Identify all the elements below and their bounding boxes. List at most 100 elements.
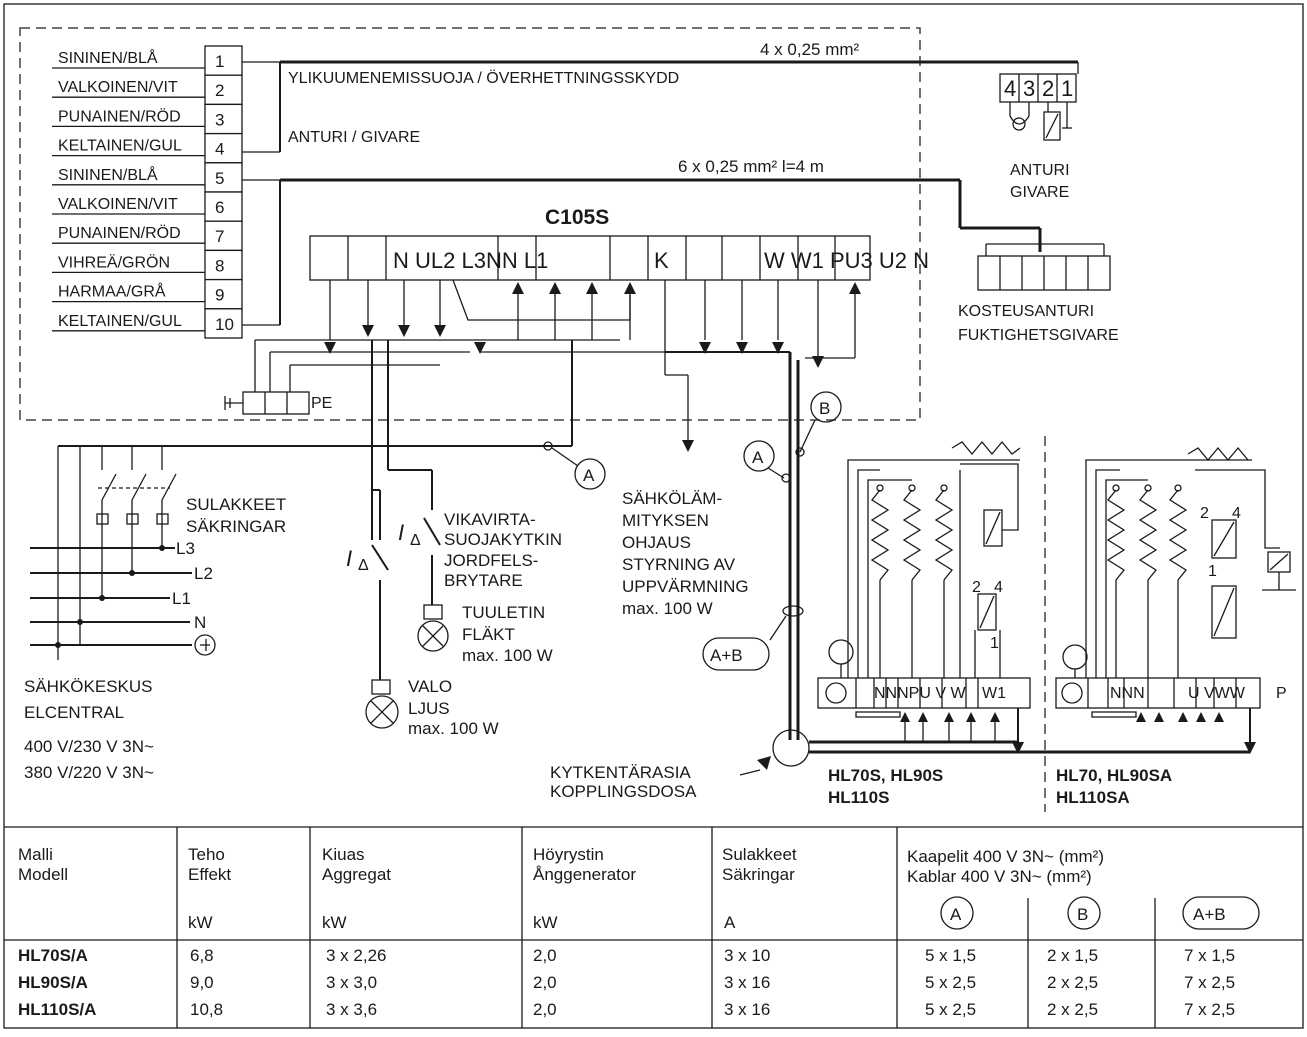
rcd-symbol: I — [398, 520, 404, 545]
table-header: Effekt — [188, 865, 231, 884]
rcd-label: SUOJAKYTKIN — [444, 530, 562, 549]
cable-header: Kaapelit 400 V 3N~ (mm²) — [907, 847, 1104, 866]
table-header: Kiuas — [322, 845, 365, 864]
wire-number: 1 — [215, 52, 224, 71]
control-unit-label: C105S — [545, 206, 609, 229]
humidity-label: FUKTIGHETSGIVARE — [958, 327, 1119, 344]
table-unit: kW — [533, 913, 558, 932]
heater-2-wiring: NNN U VWW P 2 4 1 — [1055, 446, 1296, 754]
mains-wiring — [30, 340, 573, 660]
cable-col-a: A — [950, 905, 962, 924]
control-wiring — [254, 279, 856, 740]
marker-b: B — [795, 391, 842, 457]
wire-terminal — [204, 103, 243, 135]
cable-col-b: B — [1077, 905, 1088, 924]
sensor-terminal: 2 — [1042, 76, 1054, 101]
light-label: VALO — [408, 677, 452, 696]
cu-terminal-right: W W1 PU3 U2 N — [764, 248, 929, 273]
table-cell: 2,0 — [533, 946, 557, 965]
table-cell: 3 x 3,6 — [326, 1000, 377, 1019]
sensor-label: ANTURI / GIVARE — [288, 129, 420, 146]
cable-header: Kablar 400 V 3N~ (mm²) — [907, 867, 1092, 886]
table-cell: 7 x 2,5 — [1184, 973, 1235, 992]
table-cell: 2 x 2,5 — [1047, 1000, 1098, 1019]
fan-label: FLÄKT — [462, 625, 515, 644]
junction-label: KOPPLINGSDOSA — [550, 782, 697, 801]
sensor-name: GIVARE — [1010, 184, 1069, 201]
table-unit: A — [724, 913, 736, 932]
marker-ab: A+B — [702, 605, 804, 671]
svg-text:A+B: A+B — [710, 646, 743, 665]
overheat-label: YLIKUUMENEMISSUOJA / ÖVERHETTNINGSSKYDD — [288, 69, 679, 87]
table-header: Höyrystin — [533, 845, 604, 864]
rcd-label: JORDFELS- — [444, 551, 538, 570]
wire-terminal — [204, 162, 243, 193]
sensor-terminal: 3 — [1023, 76, 1035, 101]
cu-terminal-labels: N UL2 L3NN L1 — [393, 248, 548, 273]
relay-num: 2 — [972, 579, 981, 596]
wire-number: 2 — [215, 81, 224, 100]
wire-number: 3 — [215, 110, 224, 129]
light-label: LJUS — [408, 699, 450, 718]
humidity-label: KOSTEUSANTURI — [958, 303, 1094, 320]
svg-text:B: B — [819, 399, 830, 418]
spec-table: MalliModellTehoEffektkWKiuasAggregatkWHö… — [4, 826, 1303, 1028]
table-cell: 2 x 1,5 — [1047, 946, 1098, 965]
panel-label: ELCENTRAL — [24, 703, 124, 722]
wire-color-label: VALKOINEN/VIT — [58, 79, 178, 96]
table-header: Sulakkeet — [722, 845, 797, 864]
wire-number: 4 — [215, 140, 224, 159]
table-cell: 10,8 — [190, 1000, 223, 1019]
cable-col-ab: A+B — [1193, 905, 1226, 924]
relay-num: 4 — [1232, 505, 1241, 522]
table-model-cell: HL70S/A — [18, 946, 88, 965]
model2-label: HL70, HL90SA — [1056, 766, 1172, 785]
outer-frame — [3, 3, 1304, 1029]
wire-color-label: PUNAINEN/RÖD — [58, 107, 181, 125]
pe-terminal: PE — [224, 391, 332, 415]
model2-label: HL110SA — [1056, 788, 1130, 807]
control-unit: C105S N UL2 L3NN L1 K W W1 PU3 U2 N — [309, 206, 929, 281]
wire-color-label: KELTAINEN/GUL — [58, 313, 182, 330]
cable-top-label: 4 x 0,25 mm² — [760, 40, 860, 59]
light-label: max. 100 W — [408, 719, 499, 738]
svg-text:A: A — [583, 466, 595, 485]
sensor-terminal: 1 — [1061, 76, 1073, 101]
table-cell: 2 x 2,5 — [1047, 973, 1098, 992]
table-cell: 6,8 — [190, 946, 214, 965]
heater1-terminals: NNNPU V W — [874, 685, 966, 702]
table-cell: 3 x 16 — [724, 1000, 770, 1019]
connection-arrows — [324, 282, 861, 770]
cu-terminal-k: K — [654, 248, 669, 273]
table-header: Teho — [188, 845, 225, 864]
voltage-label: 380 V/220 V 3N~ — [24, 763, 154, 782]
heater2-p: P — [1276, 685, 1287, 702]
table-model-cell: HL90S/A — [18, 973, 88, 992]
table-cell: 3 x 16 — [724, 973, 770, 992]
control-unit-enclosure — [19, 27, 921, 421]
table-cell: 7 x 2,5 — [1184, 1000, 1235, 1019]
relay-num: 1 — [990, 635, 999, 652]
table-cell: 2,0 — [533, 973, 557, 992]
wire-color-label: VALKOINEN/VIT — [58, 196, 178, 213]
wire-color-label: KELTAINEN/GUL — [58, 138, 182, 155]
wire-number: 7 — [215, 227, 224, 246]
heating-label: MITYKSEN — [622, 511, 709, 530]
cable-mid-label: 6 x 0,25 mm² l=4 m — [678, 157, 824, 176]
wire-color-label: SININEN/BLÅ — [58, 48, 158, 67]
wire-number: 5 — [215, 169, 224, 188]
rcd-symbol: I — [346, 546, 352, 571]
fuses-label: SÄKRINGAR — [186, 517, 286, 536]
wire-terminal — [204, 278, 243, 310]
wire-color-label: VIHREÄ/GRÖN — [58, 253, 170, 271]
fan-label: TUULETIN — [462, 603, 545, 622]
humidity-sensor: KOSTEUSANTURI FUKTIGHETSGIVARE — [958, 243, 1119, 344]
heating-label: UPPVÄRMNING — [622, 577, 749, 596]
heating-label: max. 100 W — [622, 599, 713, 618]
pe-label: PE — [311, 395, 332, 412]
fuses-label: SULAKKEET — [186, 495, 286, 514]
table-header: Modell — [18, 865, 68, 884]
